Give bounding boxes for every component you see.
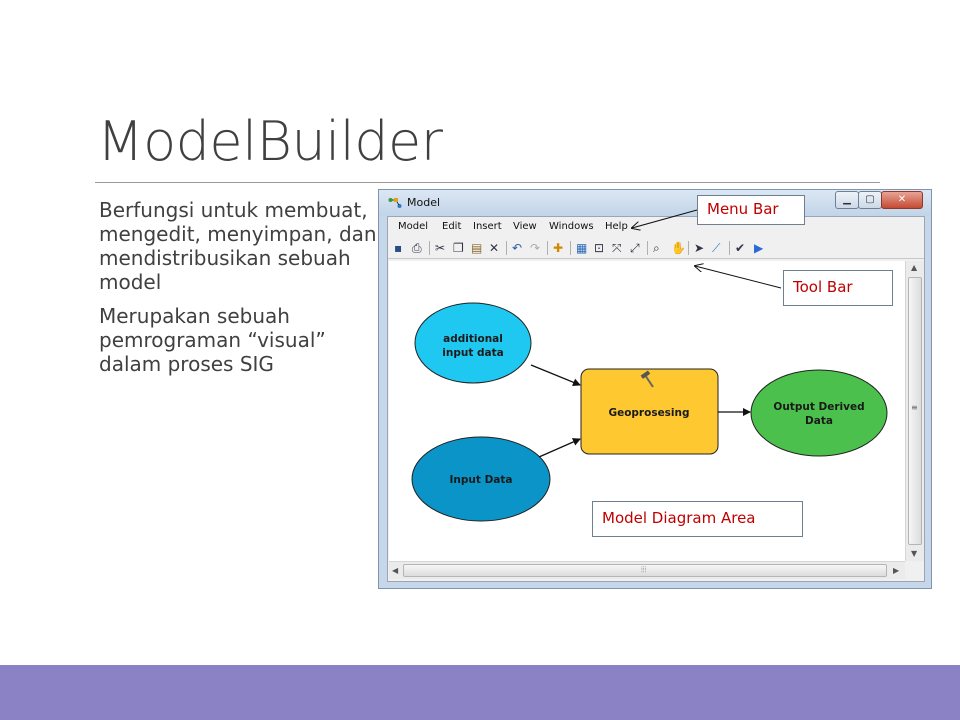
horizontal-scrollbar[interactable]: ◀ ⦙⦙⦙ ▶ <box>389 561 905 579</box>
vertical-scroll-thumb[interactable] <box>908 277 922 545</box>
undo-icon[interactable]: ↶ <box>512 241 523 255</box>
menu-windows[interactable]: Windows <box>549 221 594 232</box>
vertical-scrollbar[interactable]: ▲ ≡ ▼ <box>905 261 924 561</box>
model-app-icon <box>388 198 402 208</box>
diagram-area-callout: Model Diagram Area <box>592 501 803 537</box>
toolbar-separator <box>688 241 689 255</box>
output-derived-ellipse[interactable] <box>750 369 888 457</box>
grip-icon: ≡ <box>911 403 918 412</box>
toolbar-separator <box>506 241 507 255</box>
run-icon[interactable]: ▶ <box>754 241 764 255</box>
pan-icon[interactable]: ✋ <box>671 241 686 255</box>
input-data-ellipse[interactable] <box>411 436 551 522</box>
hammer-icon <box>640 370 654 388</box>
tool-bar-callout: Tool Bar <box>783 270 893 306</box>
tool-bar: ▪ ⎙ ✂ ❐ ▤ ✕ ↶ ↷ ✚ ▦ ⊡ ⤧ ⤢ ⌕ ✋ ➤ ⟋ ✔ ▶ <box>388 237 924 259</box>
menu-model[interactable]: Model <box>398 221 429 232</box>
connector-input-to-tool <box>538 438 581 458</box>
horizontal-scroll-thumb[interactable] <box>403 564 887 577</box>
output-derived-label-2: Data <box>805 415 833 427</box>
copy-icon[interactable]: ❐ <box>453 241 464 255</box>
menu-edit[interactable]: Edit <box>442 221 462 232</box>
validate-icon[interactable]: ✔ <box>735 241 746 255</box>
title-divider <box>95 182 880 183</box>
bullet-1: Berfungsi untuk membuat, mengedit, menyi… <box>99 198 377 294</box>
print-icon[interactable]: ⎙ <box>412 241 422 255</box>
bullet-list: Berfungsi untuk membuat, mengedit, menyi… <box>99 198 379 386</box>
menu-help[interactable]: Help <box>605 221 628 232</box>
scroll-left-icon[interactable]: ◀ <box>392 566 399 575</box>
geoprosesing-label: Geoprosesing <box>608 407 689 419</box>
close-button[interactable]: ✕ <box>881 191 923 209</box>
diagram-svg: additional input data Input Data Geopros… <box>411 302 888 522</box>
grip-icon: ⦙⦙⦙ <box>641 565 647 574</box>
bullet-2: Merupakan sebuah pemrograman “visual” da… <box>99 304 326 376</box>
additional-input-ellipse[interactable] <box>414 302 532 384</box>
zoom-in-icon[interactable]: ⌕ <box>653 241 660 255</box>
slide-title: ModelBuilder <box>97 110 443 173</box>
cut-icon[interactable]: ✂ <box>435 241 446 255</box>
scroll-up-icon[interactable]: ▲ <box>911 263 918 272</box>
save-icon[interactable]: ▪ <box>394 241 403 255</box>
add-data-icon[interactable]: ✚ <box>553 241 564 255</box>
toolbar-separator <box>429 241 430 255</box>
fixed-zoom-icon[interactable]: ⤧ <box>612 241 622 255</box>
toolbar-separator <box>729 241 730 255</box>
fit-icon[interactable]: ⤢ <box>630 241 640 255</box>
menu-bar: Model Edit Insert View Windows Help <box>388 217 924 237</box>
minimize-button[interactable]: ▁ <box>835 191 859 209</box>
redo-icon[interactable]: ↷ <box>530 241 541 255</box>
delete-icon[interactable]: ✕ <box>489 241 500 255</box>
full-extent-icon[interactable]: ⊡ <box>594 241 605 255</box>
select-icon[interactable]: ➤ <box>694 241 705 255</box>
scroll-right-icon[interactable]: ▶ <box>893 566 900 575</box>
window-titlebar: Model ▁ ▢ ✕ <box>379 190 931 216</box>
output-derived-label-1: Output Derived <box>773 401 864 413</box>
additional-input-label-1: additional <box>443 333 503 345</box>
maximize-button[interactable]: ▢ <box>858 191 882 209</box>
scroll-down-icon[interactable]: ▼ <box>911 549 918 558</box>
toolbar-separator <box>547 241 548 255</box>
footer-band <box>0 665 960 720</box>
toolbar-separator <box>570 241 571 255</box>
menu-insert[interactable]: Insert <box>473 221 502 232</box>
connect-icon[interactable]: ⟋ <box>712 241 721 255</box>
paste-icon[interactable]: ▤ <box>471 241 483 255</box>
window-title: Model <box>407 196 441 209</box>
toolbar-separator <box>647 241 648 255</box>
menu-bar-callout: Menu Bar <box>697 195 805 225</box>
input-data-label: Input Data <box>450 474 513 486</box>
menu-view[interactable]: View <box>513 221 537 232</box>
additional-input-label-2: input data <box>442 347 503 359</box>
auto-layout-icon[interactable]: ▦ <box>576 241 588 255</box>
connector-additional-to-tool <box>530 364 581 387</box>
